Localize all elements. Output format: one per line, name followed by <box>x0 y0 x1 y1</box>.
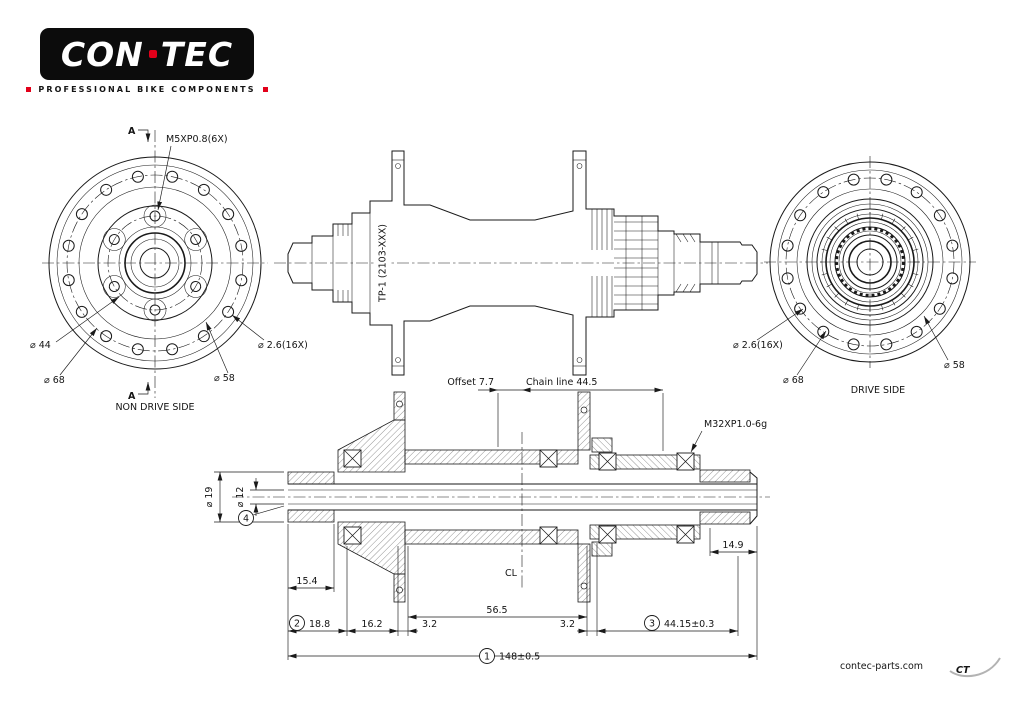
non-drive-side-view: A A M5XP0.8(6X) ⌀ 44 ⌀ 68 ⌀ 58 ⌀ 2.6(16X… <box>30 126 308 413</box>
left-view-labels: A A M5XP0.8(6X) ⌀ 44 ⌀ 68 ⌀ 58 ⌀ 2.6(16X… <box>30 126 308 413</box>
section-geometry <box>232 391 770 603</box>
hub-profile-top-half <box>287 150 758 263</box>
red-square-icon <box>26 87 32 92</box>
logo-text-tec: TEC <box>160 34 234 74</box>
red-square-icon <box>262 87 268 92</box>
len-44-15-label: 44.15±0.3 <box>664 619 714 630</box>
logo-dot-icon <box>148 50 157 58</box>
left-view-geometry <box>42 130 268 398</box>
rotor-bolt-pair <box>143 204 207 251</box>
bearing <box>676 525 695 544</box>
logo-text-con: CON <box>60 34 144 74</box>
dia-19-label: ⌀ 19 <box>204 487 215 508</box>
dia-58-label-right: ⌀ 58 <box>944 360 965 371</box>
drive-side-caption: DRIVE SIDE <box>851 385 905 396</box>
len-148-label: 148±0.5 <box>499 652 540 663</box>
bearing <box>343 449 362 468</box>
balloon-2 <box>289 615 305 631</box>
bearing <box>598 452 617 471</box>
spoke-hole-pair <box>166 170 210 196</box>
chain-line-dim-label: Chain line 44.5 <box>526 377 597 388</box>
balloon-4 <box>238 510 254 526</box>
dia-26-label-left: ⌀ 2.6(16X) <box>258 340 308 351</box>
len-3-2-left-label: 3.2 <box>422 619 437 630</box>
bearing <box>539 449 558 468</box>
section-label-a-top: A <box>128 126 136 137</box>
contec-logo-box: CON TEC <box>40 28 254 80</box>
dia-58-label-left: ⌀ 58 <box>214 373 235 384</box>
len-3-2-right-label: 3.2 <box>560 619 575 630</box>
side-profile-view: TP-1 (2103-XXX) <box>274 150 768 376</box>
logo-tagline-text: PROFESSIONAL BIKE COMPONENTS <box>38 85 256 94</box>
non-drive-side-caption: NON DRIVE SIDE <box>115 402 194 413</box>
balloon-1-label: 1 <box>484 652 490 663</box>
len-56-5-label: 56.5 <box>486 605 507 616</box>
offset-dim-label: Offset 7.7 <box>447 377 494 388</box>
len-18-8-label: 18.8 <box>309 619 330 630</box>
len-14-9-label: 14.9 <box>722 540 743 551</box>
logo-tagline: PROFESSIONAL BIKE COMPONENTS <box>26 85 268 94</box>
balloon-1 <box>479 648 495 664</box>
bearing <box>598 525 617 544</box>
part-number-plate <box>376 206 390 320</box>
right-view-labels: ⌀ 2.6(16X) ⌀ 68 ⌀ 58 DRIVE SIDE <box>733 308 965 396</box>
right-view-geometry <box>764 156 976 368</box>
ratchet-tick-pair <box>869 212 884 220</box>
spoke-hole-pair <box>880 173 923 199</box>
section-arrow-bottom-icon <box>138 382 151 395</box>
balloon-2-label: 2 <box>294 619 300 630</box>
dia-44-label: ⌀ 44 <box>30 340 51 351</box>
section-dimensions: Offset 7.7 Chain line 44.5 M32XP1.0-6g ⌀… <box>204 377 767 664</box>
balloon-3-label: 3 <box>649 619 655 630</box>
section-label-a-bottom: A <box>128 391 136 402</box>
drive-side-view: ⌀ 2.6(16X) ⌀ 68 ⌀ 58 DRIVE SIDE <box>733 156 976 396</box>
len-15-4-label: 15.4 <box>296 576 317 587</box>
bolt-spec-label: M5XP0.8(6X) <box>166 134 228 145</box>
bearing <box>676 452 695 471</box>
balloon-3 <box>644 615 660 631</box>
dia-68-label-left: ⌀ 68 <box>44 375 65 386</box>
contec-logo: CON TEC PROFESSIONAL BIKE COMPONENTS <box>26 28 268 94</box>
footer: contec-parts.com CT <box>840 657 1001 678</box>
dia-26-label-right: ⌀ 2.6(16X) <box>733 340 783 351</box>
dia-68-label-right: ⌀ 68 <box>783 375 804 386</box>
balloon-4-label: 4 <box>243 514 249 525</box>
centerline-label: CL <box>505 568 518 579</box>
website-text: contec-parts.com <box>840 661 923 672</box>
contec-mark-icon: CT <box>949 657 1001 678</box>
thread-spec-label: M32XP1.0-6g <box>704 419 767 430</box>
len-16-2-label: 16.2 <box>361 619 382 630</box>
bearing <box>539 526 558 545</box>
bearing <box>343 526 362 545</box>
part-number-label: TP-1 (2103-XXX) <box>378 224 389 303</box>
contec-mark-text: CT <box>956 665 971 676</box>
cross-section-view: Offset 7.7 Chain line 44.5 M32XP1.0-6g ⌀… <box>204 377 770 664</box>
section-arrow-top-icon <box>138 129 151 142</box>
dia-12-label: ⌀ 12 <box>235 487 246 508</box>
